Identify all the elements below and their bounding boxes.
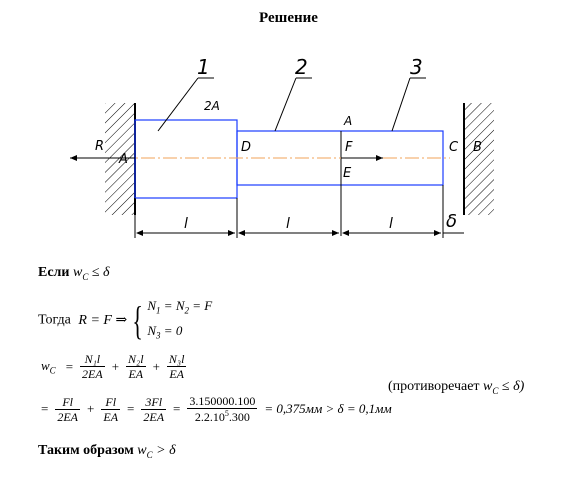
system-brace: { <box>131 297 143 343</box>
if-rel: ≤ δ <box>91 265 110 280</box>
then-line: Тогда R = F ⇒ { N1 = N2 = F N3 = 0 <box>38 296 212 345</box>
point-d-label: D <box>241 140 251 155</box>
system: N1 = N2 = F N3 = 0 <box>147 296 212 345</box>
result-value: = 0,375мм > δ = 0,1мм <box>264 401 392 416</box>
point-e-label: E <box>343 166 352 181</box>
then-label: Тогда <box>38 312 71 328</box>
part-label-2: 2 <box>295 55 308 79</box>
point-f-label: F <box>345 140 353 155</box>
point-c-label: C <box>449 140 459 155</box>
page-title: Решение <box>259 10 318 26</box>
conclusion-line: Таким образом wC > δ <box>38 443 176 460</box>
if-label: Если <box>38 265 70 280</box>
dim-label-3: l <box>389 216 393 232</box>
thus-label: Таким образом <box>38 443 134 458</box>
right-wall-hatch <box>464 103 494 215</box>
contradiction-note: (противоречает wC ≤ δ) <box>388 379 525 396</box>
leader-3 <box>391 77 411 132</box>
part-label-3: 3 <box>410 55 423 79</box>
leader-1 <box>157 77 199 132</box>
dim-label-1: l <box>184 216 188 232</box>
beam-section-1 <box>134 119 238 199</box>
left-wall-hatch <box>105 103 135 215</box>
area-label-right: A <box>343 114 352 128</box>
system-row-2: N3 = 0 <box>147 322 183 341</box>
beam-sketch: 1 2 3 2A A R A D F E C B l l l δ <box>70 55 494 238</box>
system-row-1: N1 = N2 = F <box>147 298 213 316</box>
gap-label: δ <box>446 211 457 232</box>
reaction-label: R <box>95 139 104 154</box>
then-eq: R = F ⇒ <box>78 313 128 329</box>
point-b-label: B <box>473 140 482 155</box>
wc-eq: = <box>65 358 74 374</box>
leader-2 <box>274 77 297 132</box>
if-line: Если wC ≤ δ <box>38 265 110 282</box>
if-w: w <box>72 265 83 280</box>
if-sub: C <box>82 271 89 282</box>
wc-symbol: wC <box>41 357 56 376</box>
area-label-left: 2A <box>204 99 220 113</box>
dim-label-2: l <box>286 216 290 232</box>
point-a-label: A <box>118 152 128 167</box>
part-label-1: 1 <box>197 55 210 79</box>
